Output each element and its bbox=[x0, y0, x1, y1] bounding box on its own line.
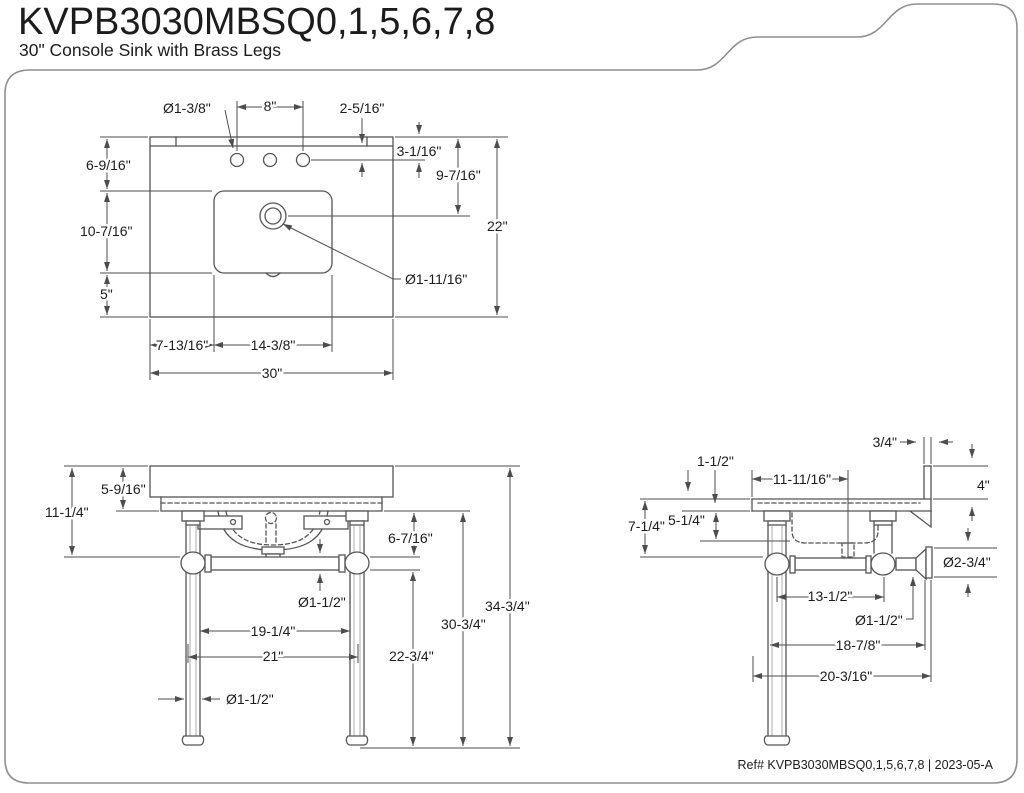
dim-rear-to-drain: 9-7/16" bbox=[436, 167, 481, 183]
bowl-cutout bbox=[213, 190, 333, 278]
top-view-dimensions: Ø1-3/8" 8" 2-5/16" 3-1/16" 9-7/16" 6-9/1… bbox=[78, 96, 511, 384]
dim-top-to-bowl-bottom: 5-1/4" bbox=[668, 512, 705, 528]
dim-splash-to-holes: 2-5/16" bbox=[340, 100, 385, 116]
dim-splash-height: 4" bbox=[977, 477, 990, 493]
dim-crossbar-dia: Ø1-1/2" bbox=[298, 594, 346, 610]
dim-counter-thickness: 1-1/2" bbox=[697, 453, 734, 469]
dim-splash-thickness: 3/4" bbox=[873, 434, 897, 450]
side-view-dimensions: 3/4" 4" 1-1/2" 11-11/16" 7-1/4" 5-1/4" Ø… bbox=[626, 432, 997, 687]
dim-left-to-bowl: 7-13/16" bbox=[156, 337, 208, 353]
dim-overall-width: 30" bbox=[262, 365, 283, 381]
reference-number: Ref# KVPB3030MBSQ0,1,5,6,7,8 | 2023-05-A bbox=[738, 758, 994, 772]
dim-rear-to-bowl: 6-9/16" bbox=[86, 157, 131, 173]
dim-bowl-depth: 10-7/16" bbox=[80, 223, 132, 239]
page-title: KVPB3030MBSQ0,1,5,6,7,8 bbox=[18, 1, 495, 43]
dim-underside-to-floor: 30-3/4" bbox=[441, 616, 486, 632]
dim-leg-to-rear-joint: 13-1/2" bbox=[808, 588, 853, 604]
front-crossbar bbox=[180, 551, 370, 575]
dim-top-to-stretcher: 7-1/4" bbox=[628, 518, 665, 534]
side-bowl-hidden bbox=[791, 512, 879, 558]
dim-leg-dia: Ø1-1/2" bbox=[226, 691, 274, 707]
dim-overall-depth-side: 20-3/16" bbox=[820, 668, 872, 684]
dim-faucet-spread: 8" bbox=[264, 98, 277, 114]
dim-legs-center: 21" bbox=[263, 648, 284, 664]
faucet-holes bbox=[229, 152, 311, 168]
dim-counter-height: 5-9/16" bbox=[101, 481, 146, 497]
dim-top-to-crossbar: 11-1/4" bbox=[45, 504, 89, 520]
front-counter bbox=[149, 465, 394, 512]
dim-faucet-hole-dia: Ø1-3/8" bbox=[163, 100, 211, 116]
dim-stretcher-dia: Ø1-1/2" bbox=[855, 612, 903, 628]
dim-crossbar-to-floor: 22-3/4" bbox=[389, 648, 434, 664]
dim-overall-depth: 22" bbox=[487, 218, 508, 234]
dim-bowl-width: 14-3/8" bbox=[251, 337, 296, 353]
side-legs bbox=[763, 510, 897, 746]
dim-rear-to-holes: 3-1/16" bbox=[397, 143, 442, 159]
sheet-border bbox=[4, 3, 1018, 784]
front-view-dimensions: 5-9/16" 11-1/4" 6-7/16" Ø1-1/2" 19-1/4" … bbox=[43, 465, 532, 749]
dim-leg-to-flange: 18-7/8" bbox=[836, 637, 881, 653]
header: KVPB3030MBSQ0,1,5,6,7,8 30" Console Sink… bbox=[18, 1, 495, 60]
dim-overall-height: 34-3/4" bbox=[485, 598, 530, 614]
dim-front-to-drain: 11-11/16" bbox=[773, 471, 831, 487]
dim-flange-dia: Ø2-3/4" bbox=[943, 554, 991, 570]
page-subtitle: 30" Console Sink with Brass Legs bbox=[19, 40, 281, 60]
wall-flange bbox=[915, 546, 933, 581]
side-counter bbox=[751, 498, 932, 512]
side-stretcher bbox=[764, 546, 933, 581]
drain-hole bbox=[259, 202, 287, 230]
dim-bowl-to-front: 5" bbox=[100, 286, 113, 302]
front-view: 5-9/16" 11-1/4" 6-7/16" Ø1-1/2" 19-1/4" … bbox=[43, 465, 532, 749]
side-view: 3/4" 4" 1-1/2" 11-11/16" 7-1/4" 5-1/4" Ø… bbox=[626, 432, 997, 746]
dim-legs-inner: 19-1/4" bbox=[251, 623, 296, 639]
dim-drain-dia: Ø1-11/16" bbox=[405, 271, 467, 287]
dim-apron-to-crossbar: 6-7/16" bbox=[388, 530, 433, 546]
counter-outline bbox=[149, 136, 394, 318]
backsplash bbox=[909, 465, 932, 529]
top-view: Ø1-3/8" 8" 2-5/16" 3-1/16" 9-7/16" 6-9/1… bbox=[78, 96, 511, 384]
mounting-brackets bbox=[197, 515, 349, 530]
